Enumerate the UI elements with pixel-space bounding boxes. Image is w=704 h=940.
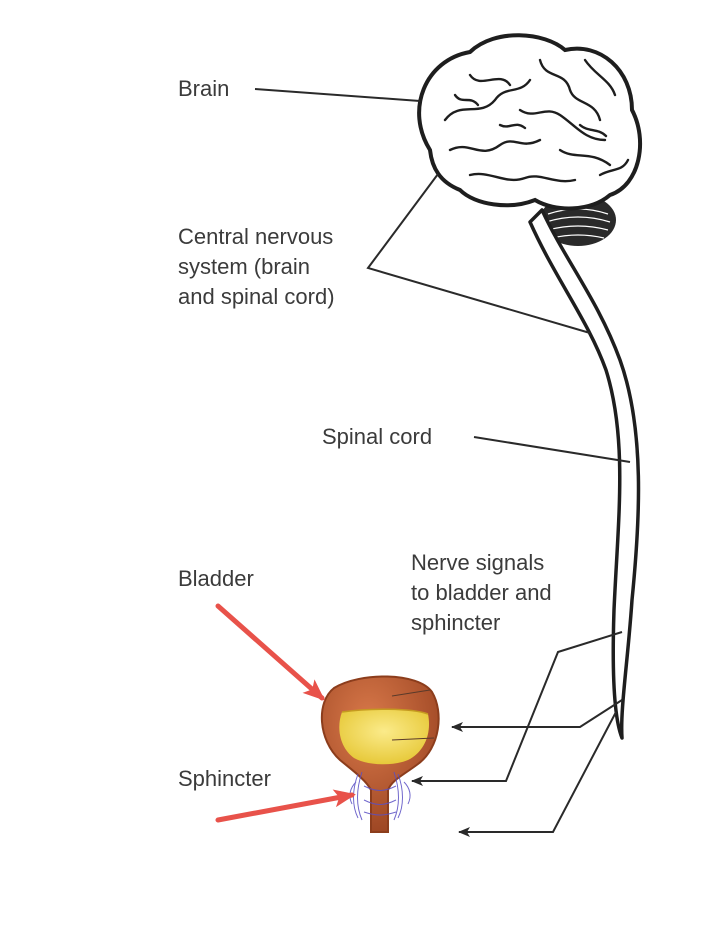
nerve-signals-label-line-1: Nerve signals [411,550,545,575]
brain-leader-line [254,88,421,102]
cns-label-line-3: and spinal cord) [178,284,335,309]
cns-label-line-2: system (brain [178,254,311,279]
sphincter-label: Sphincter [178,766,271,791]
nerve-signal-arrow-sphincter [411,631,623,786]
nerve-signal-arrow-lower [458,711,617,837]
cns-label: Central nervous system (brain and spinal… [178,222,335,312]
spinal-cord-label: Spinal cord [322,424,433,449]
bladder-pointer-arrow [215,603,325,701]
nerve-signal-arrow-bladder [451,699,623,732]
spinal-cord-illustration [528,208,641,740]
cns-leader-line [366,173,591,334]
bladder-label: Bladder [178,566,254,591]
nerve-signals-label-line-3: sphincter [411,610,501,635]
brain-label: Brain [178,76,230,101]
spinal-cord-leader-line [473,436,631,463]
sphincter-pointer-arrow [215,789,356,823]
cns-label-line-1: Central nervous [178,224,334,249]
bladder-illustration [321,675,440,833]
nerve-signals-label-line-2: to bladder and [411,580,552,605]
brain-illustration [417,33,643,246]
sphincter-illustration [349,771,411,821]
nerve-signals-label: Nerve signals to bladder and sphincter [411,548,552,638]
